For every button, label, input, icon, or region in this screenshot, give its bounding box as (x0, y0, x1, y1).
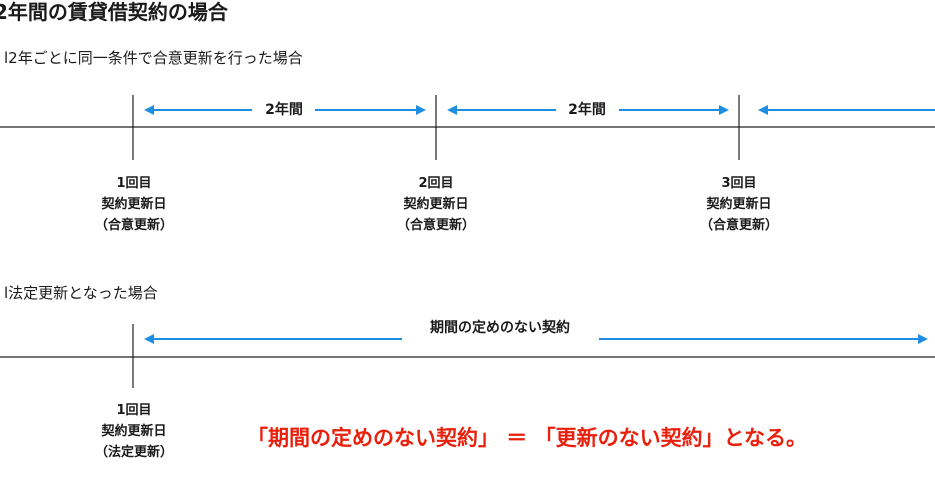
marker-type: （合意更新） (94, 218, 173, 233)
marker-date-label: 契約更新日 (403, 197, 469, 212)
marker-date-label: 契約更新日 (706, 197, 772, 212)
renewal-marker-1: 1回目 契約更新日 （合意更新） (79, 173, 189, 236)
section-heading-statutory-renewal: l法定更新となった場合 (4, 284, 158, 302)
marker-type: （合意更新） (396, 218, 475, 233)
conclusion-text: 「期間の定めのない契約」 ＝ 「更新のない契約」となる。 (247, 426, 807, 450)
marker-count: 1回目 (116, 403, 152, 418)
span-label: 期間の定めのない契約 (430, 319, 570, 336)
renewal-marker-2: 2回目 契約更新日 （合意更新） (381, 173, 491, 236)
marker-type: （法定更新） (94, 445, 173, 460)
interval-label-2: 2年間 (568, 101, 606, 118)
marker-type: （合意更新） (699, 218, 778, 233)
marker-count: 1回目 (116, 176, 152, 191)
statutory-renewal-marker: 1回目 契約更新日 （法定更新） (79, 400, 189, 463)
marker-date-label: 契約更新日 (101, 424, 167, 439)
section-heading-agreed-renewal: l2年ごとに同一条件で合意更新を行った場合 (4, 49, 303, 67)
marker-date-label: 契約更新日 (101, 197, 167, 212)
page-title: 2年間の賃貸借契約の場合 (0, 0, 228, 24)
marker-count: 3回目 (721, 176, 757, 191)
interval-label-1: 2年間 (265, 101, 303, 118)
renewal-marker-3: 3回目 契約更新日 （合意更新） (684, 173, 794, 236)
marker-count: 2回目 (418, 176, 454, 191)
